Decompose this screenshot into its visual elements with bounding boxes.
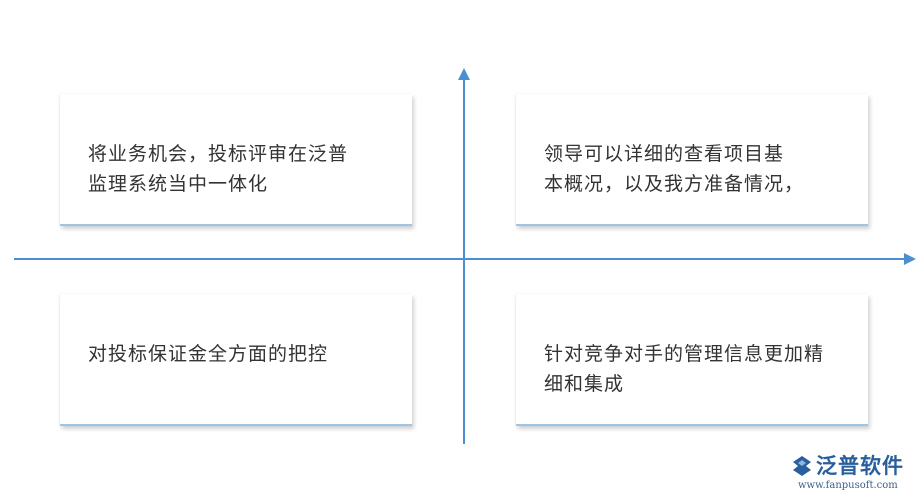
vertical-axis [463, 74, 465, 444]
brand-logo: 泛普软件 www.fanpusoft.com [790, 452, 914, 492]
quadrant-card-top-right: 领导可以详细的查看项目基 本概况，以及我方准备情况， [516, 94, 868, 226]
logo-name: 泛普软件 [816, 454, 904, 478]
quadrant-text-top-right: 领导可以详细的查看项目基 本概况，以及我方准备情况， [544, 143, 805, 195]
quadrant-text-bottom-right: 针对竞争对手的管理信息更加精 细和集成 [544, 343, 825, 395]
vertical-axis-arrow-icon [458, 68, 470, 80]
logo-url: www.fanpusoft.com [798, 480, 898, 491]
quadrant-card-bottom-right: 针对竞争对手的管理信息更加精 细和集成 [516, 294, 868, 426]
quadrant-text-top-left: 将业务机会，投标评审在泛普 监理系统当中一体化 [88, 143, 349, 195]
horizontal-axis-arrow-icon [904, 253, 916, 265]
quadrant-card-bottom-left: 对投标保证金全方面的把控 [60, 294, 412, 426]
logo-mark-icon [793, 456, 811, 476]
quadrant-text-bottom-left: 对投标保证金全方面的把控 [88, 343, 329, 365]
quadrant-card-top-left: 将业务机会，投标评审在泛普 监理系统当中一体化 [60, 94, 412, 226]
